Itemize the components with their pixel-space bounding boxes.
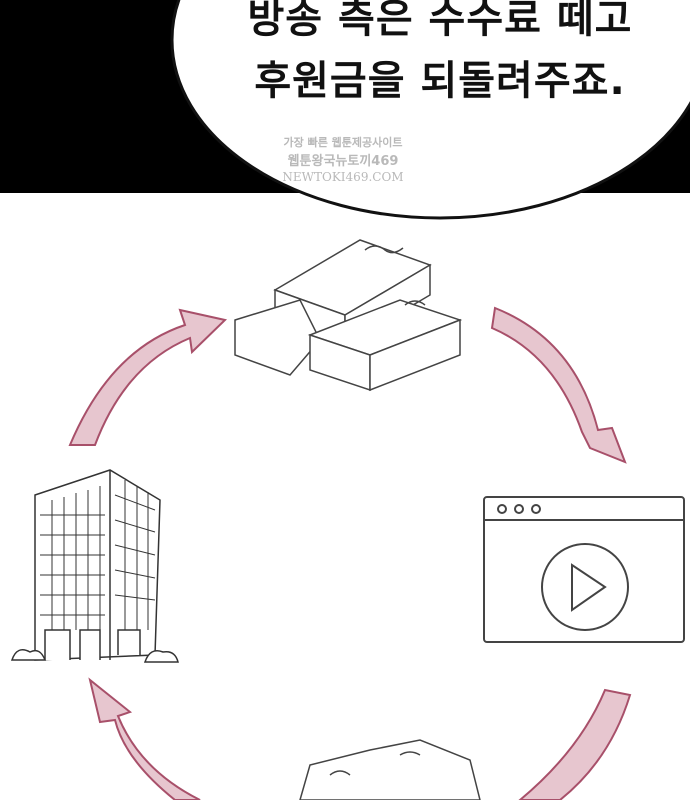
arrow-top-right-icon xyxy=(490,306,627,464)
speech-text-line-2: 후원금을 되돌려주죠. xyxy=(254,58,626,104)
speech-bubble xyxy=(170,0,690,220)
building-icon xyxy=(10,469,179,663)
money-stack-icon xyxy=(234,239,463,392)
arrow-bottom-left-icon xyxy=(88,677,201,800)
watermark-line-2: 웹툰왕국뉴토끼469 xyxy=(287,154,399,169)
cycle-arrows xyxy=(68,306,632,800)
watermark-line-1: 가장 빠른 웹툰제공사이트 xyxy=(283,136,403,149)
money-stack-bottom-icon xyxy=(299,739,481,800)
arrow-top-left-icon xyxy=(68,308,228,446)
arrow-bottom-right-icon xyxy=(518,688,632,800)
speech-text-line-1: 방송 측은 수수료 떼고 xyxy=(247,0,633,42)
video-player-icon xyxy=(483,496,685,643)
watermark-line-3: NEWTOKI469.COM xyxy=(282,170,404,184)
